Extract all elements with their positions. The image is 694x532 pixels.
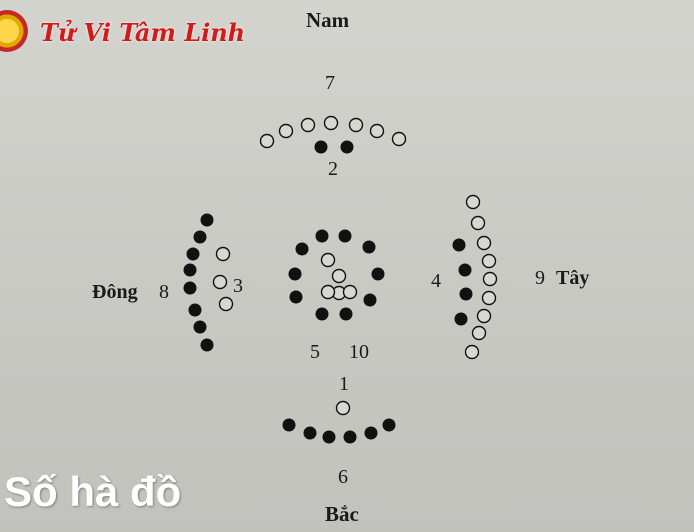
number-7: 7 xyxy=(325,72,335,94)
filled-dot xyxy=(458,263,472,277)
dot-group-top-7 xyxy=(259,115,407,149)
filled-dot xyxy=(282,418,296,432)
filled-dot xyxy=(371,267,385,281)
open-dot xyxy=(215,246,231,262)
number-5: 5 xyxy=(310,341,320,363)
filled-dot xyxy=(452,238,466,252)
open-dot xyxy=(471,325,487,341)
dot-group-right-9 xyxy=(464,194,498,360)
open-dot xyxy=(476,308,492,324)
filled-dot xyxy=(339,307,353,321)
dot-group-right-4 xyxy=(452,238,473,326)
open-dot xyxy=(465,194,481,210)
number-6: 6 xyxy=(338,466,348,488)
filled-dot xyxy=(295,242,309,256)
filled-dot xyxy=(188,303,202,317)
number-2: 2 xyxy=(328,158,338,180)
open-dot xyxy=(218,296,234,312)
dot-group-left-3 xyxy=(212,246,234,312)
filled-dot xyxy=(362,240,376,254)
number-4: 4 xyxy=(431,270,441,292)
open-dot xyxy=(391,131,407,147)
filled-dot xyxy=(200,213,214,227)
filled-dot xyxy=(183,281,197,295)
number-3: 3 xyxy=(233,275,243,297)
dot-group-bottom-6 xyxy=(282,418,396,444)
filled-dot xyxy=(338,229,352,243)
open-dot xyxy=(320,284,336,300)
dot-group-top-2 xyxy=(314,140,354,154)
open-dot xyxy=(278,123,294,139)
open-dot xyxy=(464,344,480,360)
open-dot xyxy=(481,290,497,306)
filled-dot xyxy=(193,320,207,334)
number-8: 8 xyxy=(159,281,169,303)
number-9: 9 xyxy=(535,267,545,289)
number-10: 10 xyxy=(349,341,369,363)
dot-groups xyxy=(183,115,498,444)
number-1: 1 xyxy=(339,373,349,395)
open-dot xyxy=(331,268,347,284)
open-dot xyxy=(212,274,228,290)
filled-dot xyxy=(363,293,377,307)
dot-group-left-8 xyxy=(183,213,214,352)
caption-title: Số hà đồ xyxy=(4,468,182,515)
filled-dot xyxy=(314,140,328,154)
open-dot xyxy=(481,253,497,269)
open-dot xyxy=(470,215,486,231)
filled-dot xyxy=(340,140,354,154)
open-dot xyxy=(482,271,498,287)
open-dot xyxy=(259,133,275,149)
filled-dot xyxy=(315,307,329,321)
direction-east: Đông xyxy=(92,281,138,303)
open-dot xyxy=(320,252,336,268)
filled-dot xyxy=(315,229,329,243)
filled-dot xyxy=(364,426,378,440)
filled-dot xyxy=(459,287,473,301)
filled-dot xyxy=(289,290,303,304)
filled-dot xyxy=(454,312,468,326)
open-dot xyxy=(323,115,339,131)
open-dot xyxy=(335,400,351,416)
filled-dot xyxy=(193,230,207,244)
filled-dot xyxy=(382,418,396,432)
filled-dot xyxy=(303,426,317,440)
site-logo[interactable]: Tử Vi Tâm Linh xyxy=(0,6,245,56)
dot-group-bottom-1 xyxy=(335,400,351,416)
open-dot xyxy=(369,123,385,139)
direction-west: Tây xyxy=(556,267,590,289)
logo-text: Tử Vi Tâm Linh xyxy=(40,18,246,47)
open-dot xyxy=(300,117,316,133)
lotus-icon xyxy=(0,10,28,52)
filled-dot xyxy=(186,247,200,261)
filled-dot xyxy=(322,430,336,444)
open-dot xyxy=(476,235,492,251)
filled-dot xyxy=(343,430,357,444)
open-dot xyxy=(348,117,364,133)
filled-dot xyxy=(183,263,197,277)
dot-group-center-10 xyxy=(288,229,385,321)
dot-group-center-5 xyxy=(320,252,358,301)
direction-north: Bắc xyxy=(325,502,359,526)
open-dot xyxy=(342,284,358,300)
filled-dot xyxy=(200,338,214,352)
direction-south: Nam xyxy=(306,8,350,32)
filled-dot xyxy=(288,267,302,281)
